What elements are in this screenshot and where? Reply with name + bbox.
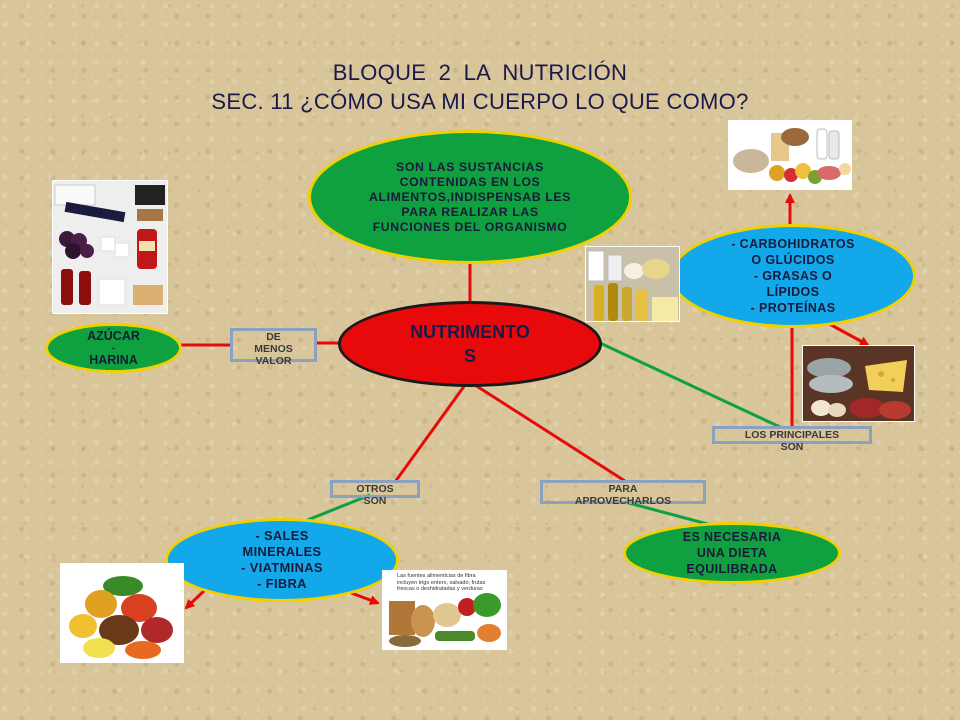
less-value-line-1: DE bbox=[266, 331, 281, 343]
proteins-image bbox=[802, 345, 915, 422]
principal-line-1: LOS PRINCIPALES bbox=[744, 429, 840, 441]
diet-line-2: UNA DIETA bbox=[696, 546, 768, 560]
sugar-flour-node: AZÚCAR - HARINA bbox=[45, 323, 182, 373]
center-label-line-2: S bbox=[463, 346, 476, 366]
minerals-line-1: - SALES bbox=[255, 528, 309, 543]
connector-less-value: DE MENOS VALOR bbox=[230, 328, 317, 367]
macros-line-1: - CARBOHIDRATOS bbox=[731, 237, 855, 251]
use-line-1: PARA bbox=[608, 483, 638, 495]
diet-line-3: EQUILIBRADA bbox=[686, 562, 778, 576]
variety-foods-image bbox=[728, 120, 852, 190]
connector-others: OTROS SON bbox=[330, 480, 420, 507]
principal-line-2: SON bbox=[780, 441, 804, 453]
sugar-label: AZÚCAR bbox=[87, 329, 140, 343]
definition-text: SON LAS SUSTANCIAS CONTENIDAS EN LOS ALI… bbox=[369, 159, 571, 234]
balanced-diet-node: ES NECESARIA UNA DIETA EQUILIBRADA bbox=[623, 522, 841, 584]
macros-line-2: O GLÚCIDOS bbox=[751, 253, 835, 267]
definition-node: SON LAS SUSTANCIAS CONTENIDAS EN LOS ALI… bbox=[308, 130, 632, 264]
macros-line-4: LÍPIDOS bbox=[766, 285, 820, 299]
minerals-line-4: - FIBRA bbox=[257, 576, 307, 591]
title-line-2: SEC. 11 ¿CÓMO USA MI CUERPO LO QUE COMO? bbox=[211, 89, 749, 114]
macros-line-3: - GRASAS O bbox=[753, 269, 833, 283]
connector-principal: LOS PRINCIPALES SON bbox=[712, 426, 872, 453]
macronutrients-node: - CARBOHIDRATOS O GLÚCIDOS - GRASAS O LÍ… bbox=[670, 224, 916, 328]
others-line-1: OTROS bbox=[356, 483, 394, 495]
fiber-foods-image: Las fuentes alimenticias de fibra incluy… bbox=[382, 570, 507, 650]
connector-use: PARA APROVECHARLOS bbox=[540, 480, 706, 507]
center-label-line-1: NUTRIMENTO bbox=[410, 322, 530, 342]
link-center-principal bbox=[599, 341, 781, 429]
sugary-foods-image bbox=[52, 180, 168, 314]
minerals-vitamins-node: - SALES MINERALES - VIATMINAS - FIBRA bbox=[165, 518, 399, 602]
center-node: NUTRIMENTO S bbox=[338, 301, 602, 387]
sugar-dash: - bbox=[112, 343, 115, 353]
title-line-1: BLOQUE 2 LA NUTRICIÓN bbox=[332, 60, 628, 85]
minerals-line-2: MINERALES bbox=[242, 544, 322, 559]
less-value-line-2: MENOS bbox=[254, 343, 293, 355]
use-line-2: APROVECHARLOS bbox=[574, 495, 672, 507]
fiber-caption: Las fuentes alimenticias de fibra incluy… bbox=[397, 573, 486, 592]
oils-dairy-image bbox=[585, 246, 680, 322]
link-center-use bbox=[474, 383, 626, 483]
less-value-line-3: VALOR bbox=[255, 355, 292, 367]
link-center-others bbox=[393, 384, 467, 483]
fruits-image bbox=[60, 563, 184, 663]
diet-line-1: ES NECESARIA bbox=[682, 530, 782, 544]
others-line-2: SON bbox=[363, 495, 387, 507]
macros-line-5: - PROTEÍNAS bbox=[750, 301, 836, 315]
flour-label: HARINA bbox=[89, 353, 138, 367]
minerals-line-3: - VIATMINAS bbox=[241, 560, 323, 575]
